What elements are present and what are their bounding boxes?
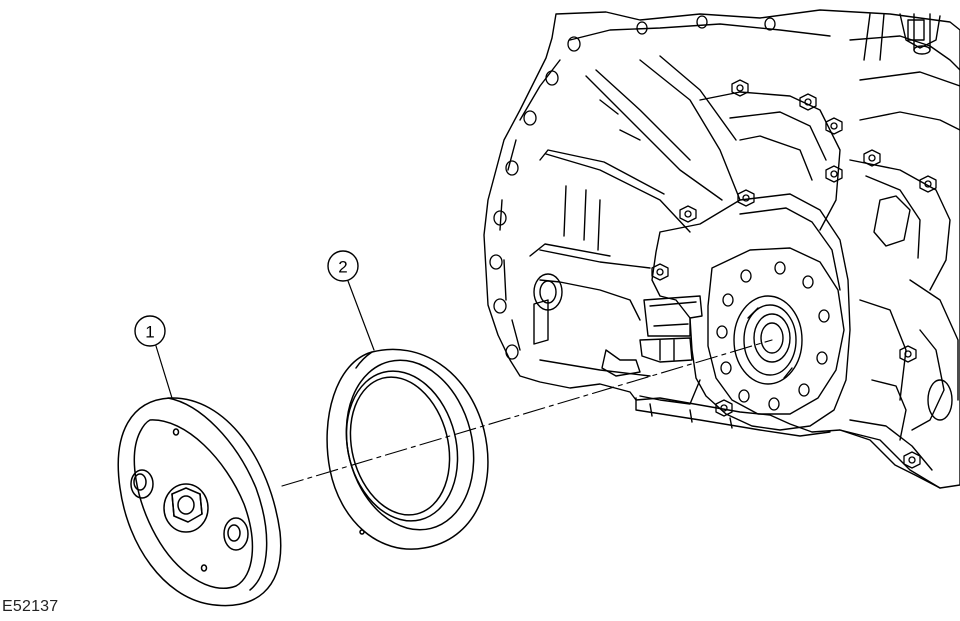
engine-block [483,9,960,489]
oil-seal [326,348,489,550]
callout-number-2: 2 [338,258,347,277]
alignment-centerline [281,339,773,487]
seal-installer-tool [117,397,282,607]
callout-1: 1 [134,315,173,399]
callout-2: 2 [327,250,375,351]
callout-number-1: 1 [145,323,154,342]
figure-id-label: E52137 [2,598,59,615]
